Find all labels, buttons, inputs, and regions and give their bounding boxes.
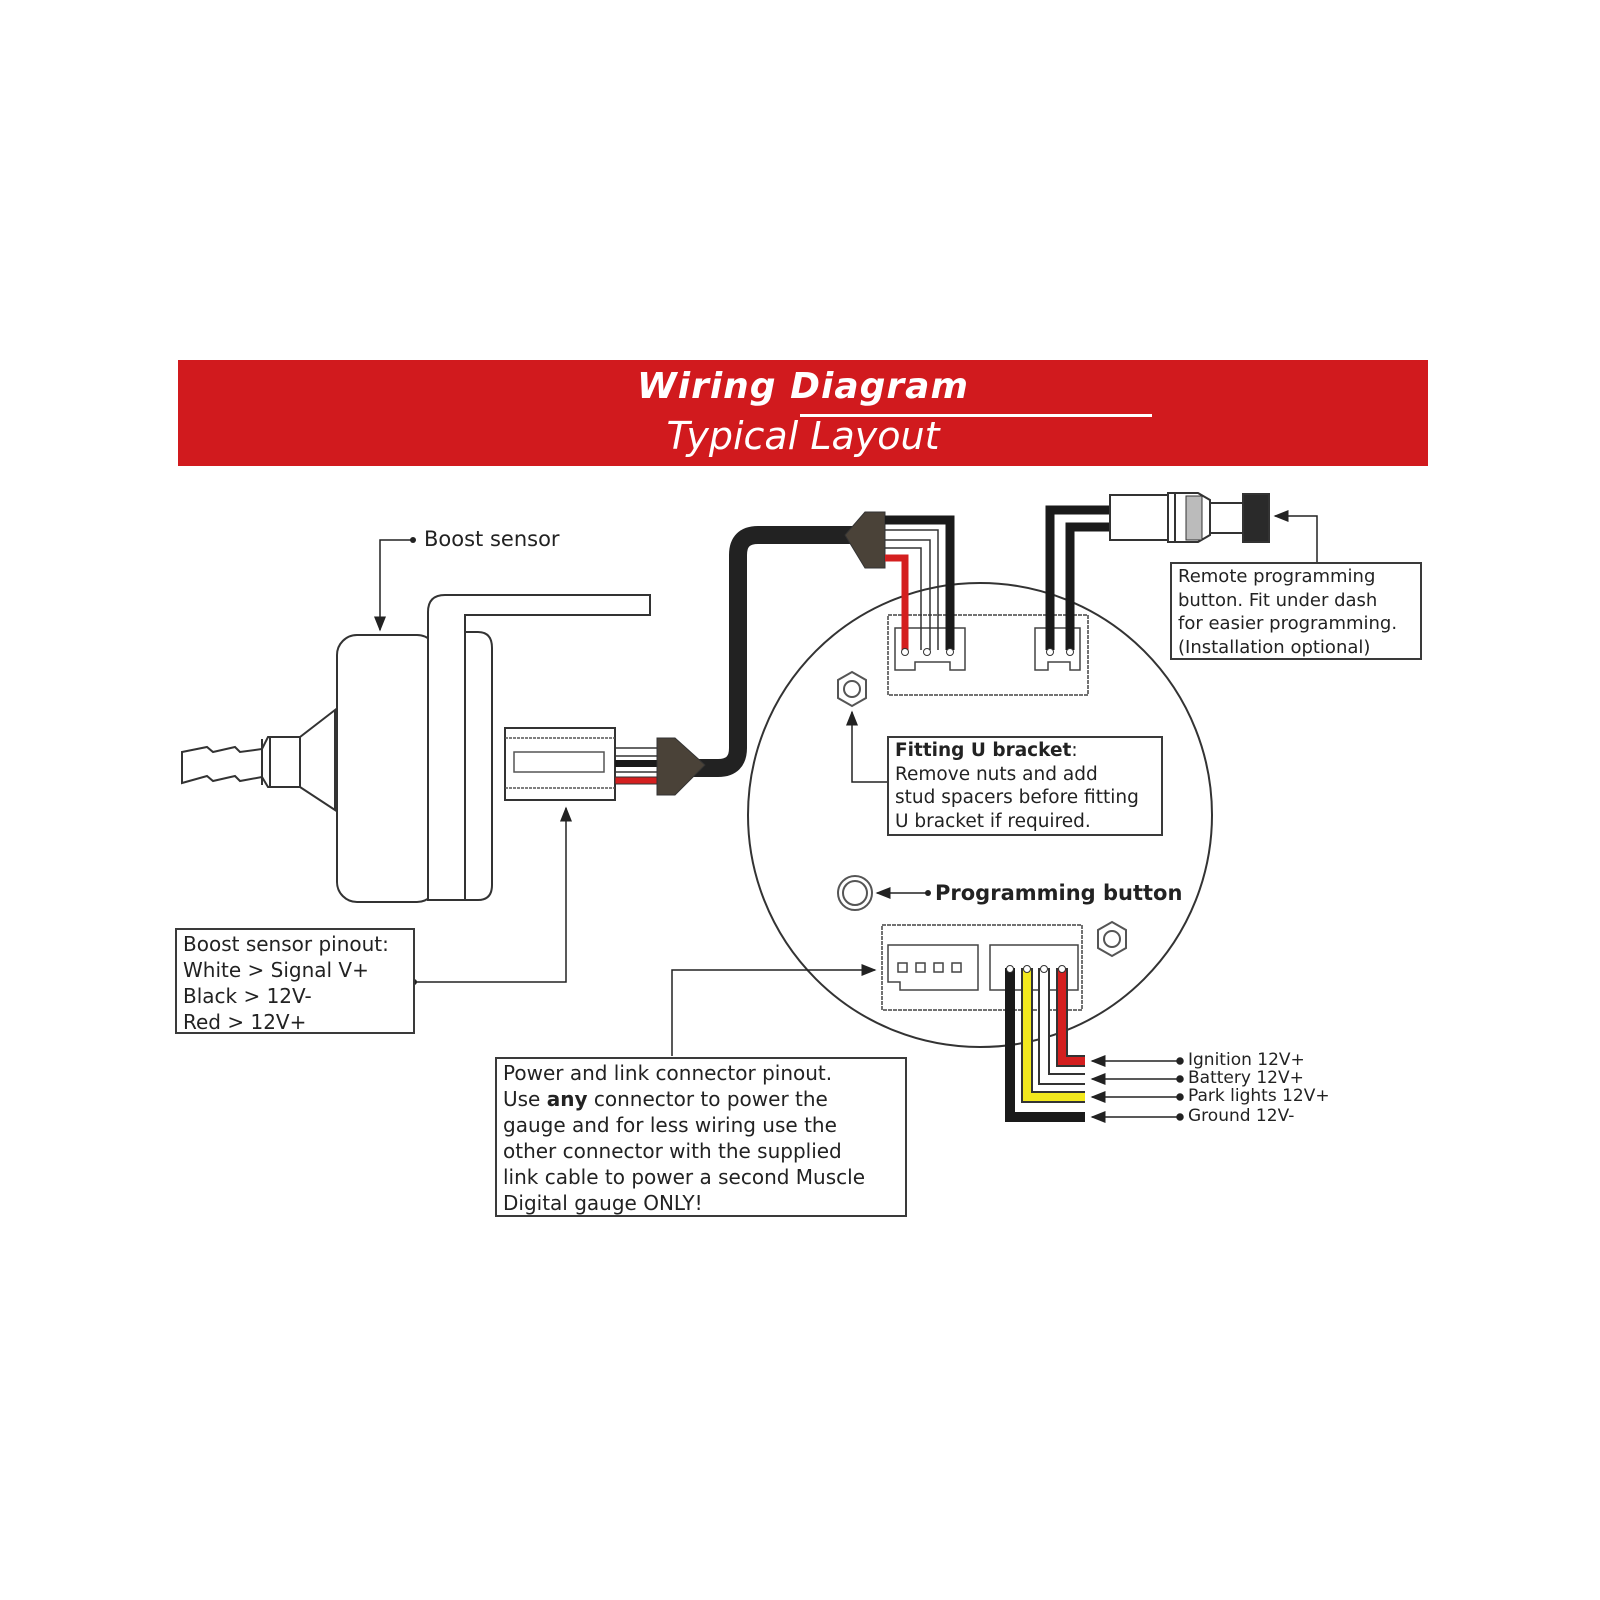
- u-bracket-note: Fitting U bracket: Remove nuts and add s…: [887, 736, 1163, 836]
- title-divider: [800, 414, 1152, 417]
- u-bracket-title: Fitting U bracket: [895, 740, 1072, 761]
- diagram-title: Wiring Diagram: [637, 366, 969, 407]
- programming-button-label: Programming button: [935, 881, 1183, 905]
- wire-label-park-lights: Park lights 12V+: [1188, 1086, 1330, 1106]
- note-text: Use: [503, 1087, 547, 1111]
- note-line: Remote programming: [1178, 566, 1376, 587]
- power-connector-leader: [671, 964, 877, 1056]
- note-line: other connector with the supplied: [503, 1139, 842, 1163]
- boost-sensor-leader: [374, 539, 413, 632]
- nut-icon-lower: [1097, 920, 1127, 958]
- pinout-line: Black > 12V-: [183, 984, 312, 1008]
- note-line: U bracket if required.: [895, 810, 1091, 832]
- header-banner: Wiring Diagram Typical Layout: [178, 360, 1428, 466]
- note-line: Power and link connector pinout.: [503, 1061, 833, 1085]
- note-text: connector to power the: [587, 1087, 828, 1111]
- remote-button-leader: [1273, 510, 1318, 563]
- boost-sensor-icon: [181, 594, 651, 903]
- pinout-line: White > Signal V+: [183, 958, 369, 982]
- pinout-line: Red > 12V+: [183, 1010, 307, 1034]
- remote-button-icon: [1109, 492, 1270, 543]
- sensor-cable: [690, 526, 860, 777]
- diagram-subtitle: Typical Layout: [666, 414, 940, 458]
- sensor-connector-housing: [887, 614, 1089, 696]
- programming-button-icon: [837, 875, 873, 911]
- connector-boot-lower: [656, 737, 706, 796]
- sensor-wires: [885, 515, 955, 656]
- connector-boot-upper: [844, 511, 886, 569]
- note-emphasis: any: [546, 1087, 588, 1111]
- note-line: Digital gauge ONLY!: [503, 1191, 703, 1215]
- note-line: Remove nuts and add: [895, 763, 1098, 785]
- boost-pinout-note: Boost sensor pinout: White > Signal V+ B…: [175, 928, 415, 1034]
- wire-label-ground: Ground 12V-: [1188, 1106, 1295, 1126]
- title-suffix: :: [1071, 740, 1078, 761]
- u-bracket-leader: [846, 710, 888, 783]
- nut-icon-upper: [837, 670, 867, 708]
- pinout-title: Boost sensor pinout:: [183, 932, 389, 956]
- power-connector-note: Power and link connector pinout. Use any…: [495, 1057, 907, 1217]
- power-connector-housing: [881, 924, 1083, 1011]
- pinout-leader: [414, 806, 572, 983]
- note-line: button. Fit under dash: [1178, 589, 1378, 611]
- boost-sensor-label: Boost sensor: [424, 527, 560, 551]
- wire-label-ignition: Ignition 12V+: [1188, 1050, 1305, 1070]
- note-line: for easier programming.: [1178, 613, 1398, 634]
- note-line: stud spacers before fitting: [895, 787, 1139, 808]
- wire-label-battery: Battery 12V+: [1188, 1068, 1304, 1088]
- note-line: gauge and for less wiring use the: [503, 1113, 837, 1137]
- power-wire-leaders: [1090, 1055, 1184, 1123]
- gauge-body: [747, 582, 1213, 1048]
- note-line: (Installation optional): [1178, 636, 1371, 658]
- remote-button-wires: [1045, 505, 1112, 656]
- power-wires: [1005, 965, 1085, 1122]
- remote-button-note: Remote programming button. Fit under das…: [1170, 562, 1422, 660]
- sensor-plug-icon: [504, 727, 661, 801]
- note-line: link cable to power a second Muscle: [503, 1165, 866, 1189]
